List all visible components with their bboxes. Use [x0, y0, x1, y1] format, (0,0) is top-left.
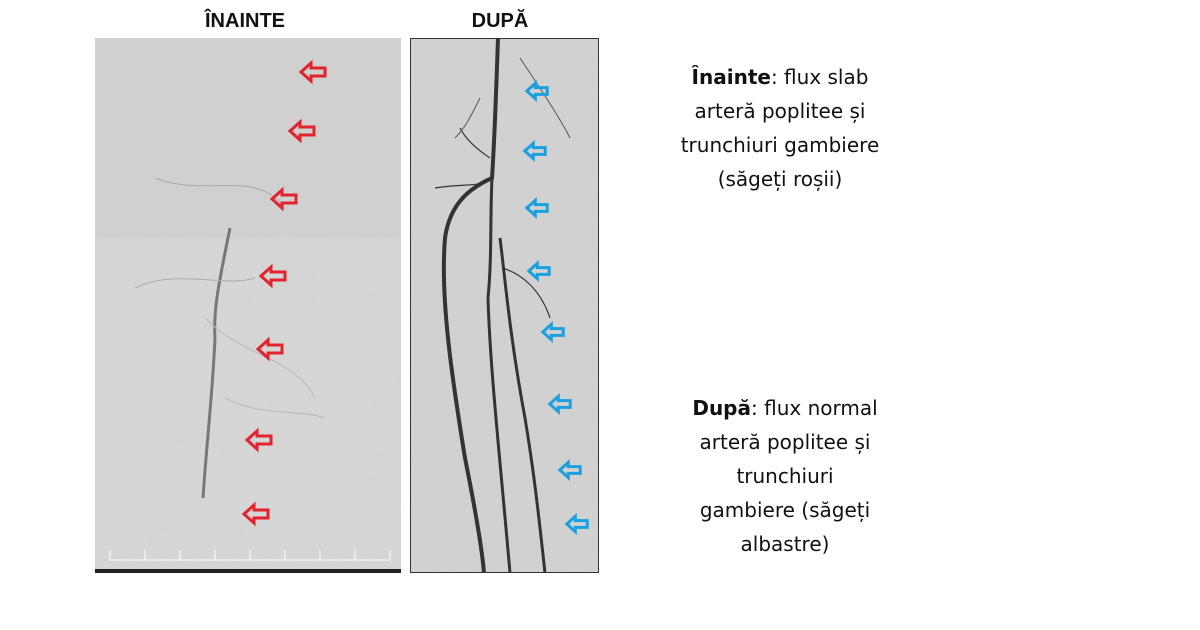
before-caption: Înainte: flux slab arteră poplitee și tr… — [650, 60, 910, 196]
arrow-icon — [524, 79, 549, 103]
arrow-icon — [258, 263, 287, 289]
arrow-icon — [557, 458, 582, 482]
angiogram-after-image — [410, 38, 599, 573]
caption-line: trunchiuri gambiere — [680, 133, 880, 157]
arrow-icon — [540, 320, 565, 344]
arrow-icon — [298, 59, 327, 85]
caption-line: gambiere (săgeți — [699, 498, 871, 522]
before-caption-bold: Înainte — [691, 65, 771, 89]
caption-line: : flux normal — [751, 396, 878, 420]
arrow-icon — [287, 118, 316, 144]
arrow-icon — [255, 336, 284, 362]
arrow-icon — [524, 196, 549, 220]
arrow-icon — [522, 139, 547, 163]
caption-line: arteră poplitee și — [699, 430, 871, 454]
caption-line: trunchiuri — [736, 464, 834, 488]
caption-line: arteră poplitee și — [694, 99, 866, 123]
after-panel-title: DUPĂ — [471, 10, 529, 32]
arrow-icon — [526, 259, 551, 283]
after-caption-bold: După — [692, 396, 751, 420]
before-panel-title: ÎNAINTE — [205, 10, 285, 32]
angiogram-before-image — [95, 38, 401, 573]
caption-line: : flux slab — [770, 65, 869, 89]
arrow-icon — [241, 501, 270, 527]
arrow-icon — [244, 427, 273, 453]
arrow-icon — [564, 512, 589, 536]
arrow-icon — [547, 392, 572, 416]
arrow-icon — [269, 186, 298, 212]
after-caption: După: flux normal arteră poplitee și tru… — [655, 391, 915, 561]
caption-line: (săgeți roșii) — [717, 167, 843, 191]
caption-line: albastre) — [740, 532, 830, 556]
